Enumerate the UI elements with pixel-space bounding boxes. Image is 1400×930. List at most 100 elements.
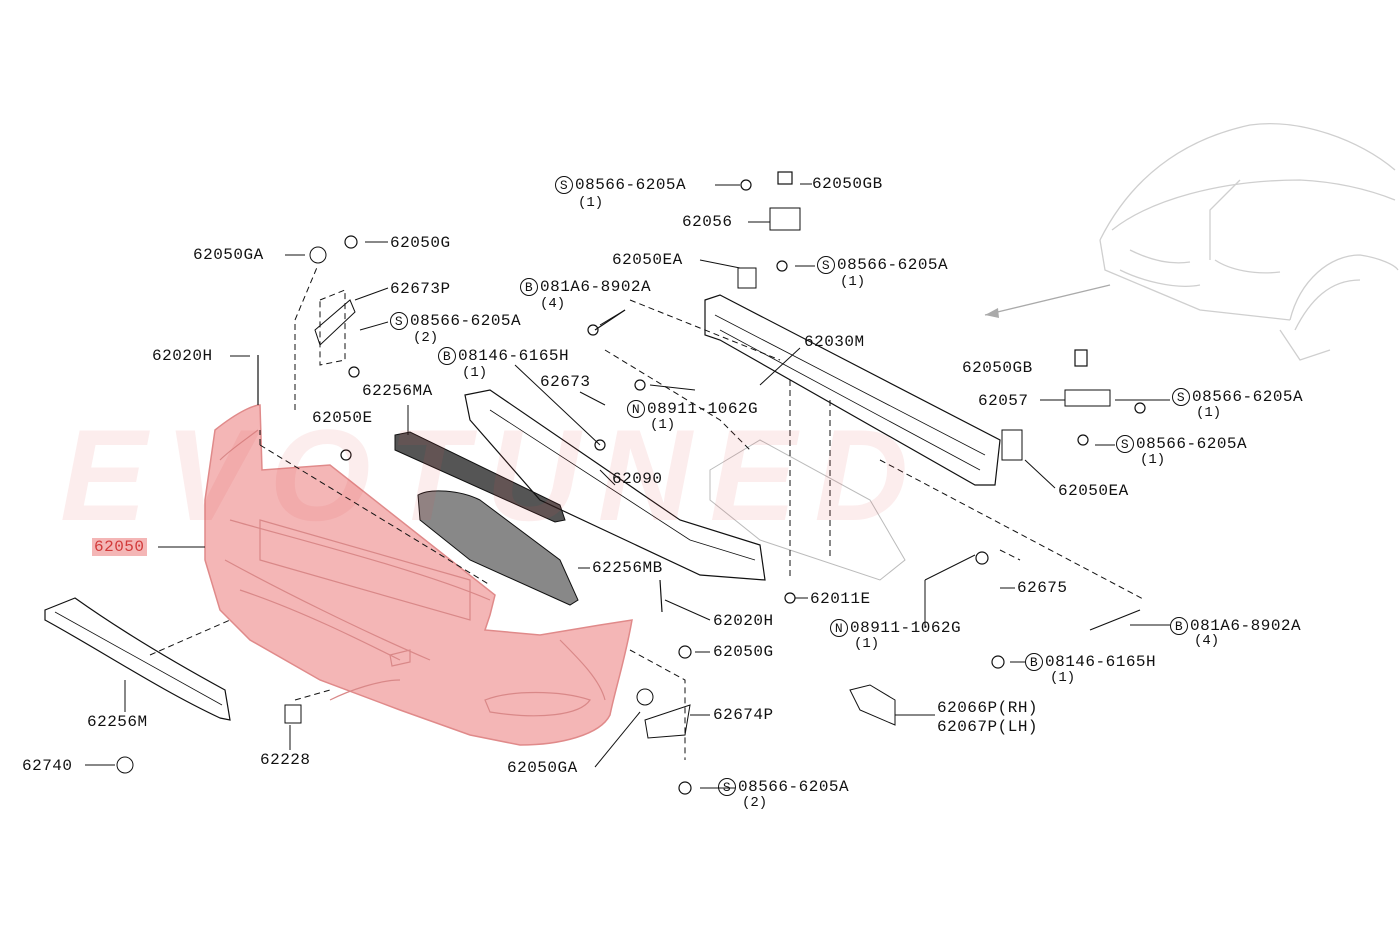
label-62057[interactable]: 62057 (978, 392, 1029, 410)
s-badge-icon: S (1172, 388, 1190, 406)
part-number-text: 08911-1062G (647, 400, 759, 419)
label-62674P[interactable]: 62674P (713, 706, 774, 724)
lower-lip-spoiler[interactable] (44, 597, 231, 721)
label-62020H-top[interactable]: 62020H (152, 347, 213, 365)
part-number-text: 08146-6165H (1045, 653, 1157, 672)
label-62050G-top[interactable]: 62050G (390, 234, 451, 252)
qty-08146-top: (1) (462, 365, 488, 381)
qty-08566-top: (1) (578, 195, 604, 211)
label-62050GB-top[interactable]: 62050GB (812, 175, 883, 193)
qty-08146-bottom: (1) (1050, 670, 1076, 686)
s-badge-icon: S (718, 778, 736, 796)
front-bumper-fascia-highlighted[interactable] (204, 404, 633, 746)
clip-62740[interactable] (116, 756, 134, 774)
part-number-text: 08146-6165H (458, 347, 570, 366)
clip-62228[interactable] (284, 704, 302, 724)
label-62090[interactable]: 62090 (612, 470, 663, 488)
part-number-text: 08566-6205A (738, 778, 850, 797)
label-62228[interactable]: 62228 (260, 751, 311, 769)
label-62011E[interactable]: 62011E (810, 590, 871, 608)
upper-grille-mesh[interactable] (394, 431, 566, 523)
part-number-text: 081A6-8902A (540, 278, 652, 297)
label-62050EA-right[interactable]: 62050EA (1058, 482, 1129, 500)
qty-081A6-top: (4) (540, 296, 566, 312)
b-badge-icon: B (438, 347, 456, 365)
label-62050EA-top[interactable]: 62050EA (612, 251, 683, 269)
direction-arrow (984, 284, 1111, 316)
label-62066P[interactable]: 62066P(RH) (937, 699, 1039, 717)
label-62673P[interactable]: 62673P (390, 280, 451, 298)
s-badge-icon: S (817, 256, 835, 274)
qty-081A6-bottom: (4) (1194, 633, 1220, 649)
bracket-62674P[interactable] (644, 704, 691, 739)
label-62050-highlighted[interactable]: 62050 (92, 538, 147, 556)
b-badge-icon: B (520, 278, 538, 296)
label-62020H-bottom[interactable]: 62020H (713, 612, 774, 630)
energy-absorber-foam[interactable] (464, 389, 766, 581)
label-62050GB-right[interactable]: 62050GB (962, 359, 1033, 377)
label-62050GA-bottom[interactable]: 62050GA (507, 759, 578, 777)
bracket-62050EA-top[interactable] (737, 267, 757, 289)
fasteners (257, 171, 1146, 795)
label-62675[interactable]: 62675 (1017, 579, 1068, 597)
part-number-text: 08566-6205A (1136, 435, 1248, 454)
label-62256M[interactable]: 62256M (87, 713, 148, 731)
label-62067P[interactable]: 62067P(LH) (937, 718, 1039, 736)
s-badge-icon: S (555, 176, 573, 194)
part-number-text: 08911-1062G (850, 619, 962, 638)
bracket-62050EA-right[interactable] (1001, 429, 1023, 461)
bracket-62673P[interactable] (314, 299, 356, 346)
part-number-text: 08566-6205A (575, 176, 687, 195)
part-number-text: 08566-6205A (837, 256, 949, 275)
qty-08566-r1: (1) (1196, 405, 1222, 421)
part-number-text: 08566-6205A (410, 312, 522, 331)
b-badge-icon: B (1170, 617, 1188, 635)
n-badge-icon: N (830, 619, 848, 637)
n-badge-icon: N (627, 400, 645, 418)
clip-62050GA-bottom[interactable] (636, 688, 654, 706)
label-62256MB[interactable]: 62256MB (592, 559, 663, 577)
bracket-62056[interactable] (769, 207, 801, 231)
label-62050G-bottom[interactable]: 62050G (713, 643, 774, 661)
label-62256MA[interactable]: 62256MA (362, 382, 433, 400)
part-number-text: 62050 (92, 538, 147, 556)
lower-frame-ghost (709, 439, 906, 581)
leader-lines (85, 183, 1170, 789)
qty-08566-mid: (1) (840, 274, 866, 290)
label-62673[interactable]: 62673 (540, 373, 591, 391)
qty-08911-bottom: (1) (854, 636, 880, 652)
dashed-install-lines (149, 264, 1146, 760)
label-62740[interactable]: 62740 (22, 757, 73, 775)
part-number-text: 081A6-8902A (1190, 617, 1302, 636)
lower-grille-mesh[interactable] (417, 490, 579, 606)
direction-arrowhead (985, 308, 999, 318)
clip-62050GA-top[interactable] (309, 246, 327, 264)
label-62050E[interactable]: 62050E (312, 409, 373, 427)
s-badge-icon: S (390, 312, 408, 330)
bumper-detail-lines (219, 429, 606, 717)
bracket-62057[interactable] (1064, 389, 1111, 407)
label-62030M[interactable]: 62030M (804, 333, 865, 351)
qty-08566-left: (2) (413, 330, 439, 346)
bumper-reinforcement-beam[interactable] (704, 294, 1001, 486)
qty-08911-top: (1) (650, 417, 676, 433)
qty-08566-r2: (1) (1140, 452, 1166, 468)
b-badge-icon: B (1025, 653, 1043, 671)
label-62056[interactable]: 62056 (682, 213, 733, 231)
bracket-62066P[interactable] (849, 684, 896, 726)
label-62050GA-top[interactable]: 62050GA (193, 246, 264, 264)
